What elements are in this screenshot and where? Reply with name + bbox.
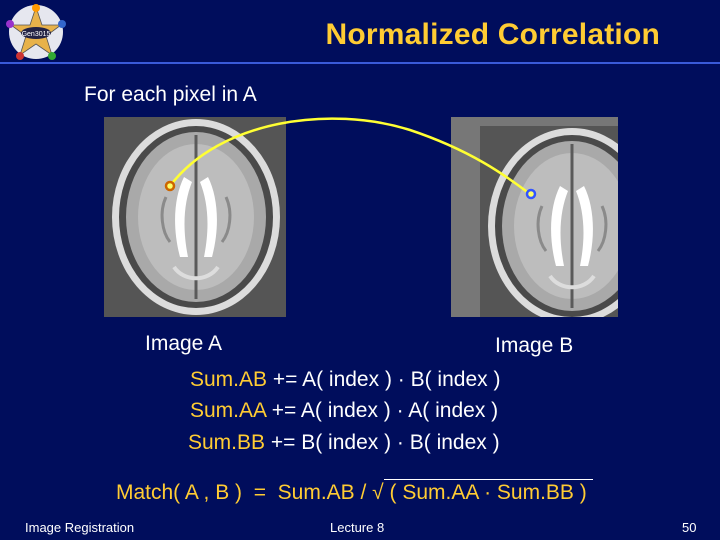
equation-sum-aa: Sum.AA += A( index ) · A( index ) [190,399,498,423]
slide-title: Normalized Correlation [325,18,660,51]
image-b-frame [451,117,618,317]
footer-lecture: Lecture 8 [330,520,385,535]
equation-rhs: += B( index ) · B( index ) [265,431,500,454]
equation-sum-bb: Sum.BB += B( index ) · B( index ) [188,431,500,455]
course-logo: Gen3015 [6,4,66,60]
intro-text: For each pixel in A [84,83,257,106]
equation-rhs: += A( index ) · A( index ) [265,399,499,422]
title-divider [0,62,720,64]
image-b-label: Image B [495,334,574,357]
equation-rhs: += A( index ) · B( index ) [267,368,501,391]
equation-lhs: Sum.BB [188,431,266,454]
equation-lhs: Sum.AB [190,368,268,391]
equation-sum-ab: Sum.AB += A( index ) · B( index ) [190,368,500,392]
image-b-brain-scan [480,126,618,317]
page-number: 50 [682,520,697,535]
match-sqrt-argument: ( Sum.AA · Sum.BB ) [383,479,593,504]
equation-lhs: Sum.AA [190,399,266,422]
logo-text: Gen3015 [22,31,51,38]
image-a-brain-scan [104,117,286,317]
image-a-label: Image A [145,332,223,355]
match-formula: Match( A , B ) = Sum.AB / √ ( Sum.AA · S… [116,479,593,505]
match-prefix: Match( A , B ) = Sum.AB / √ [116,481,384,504]
footer-course: Image Registration [25,520,135,535]
